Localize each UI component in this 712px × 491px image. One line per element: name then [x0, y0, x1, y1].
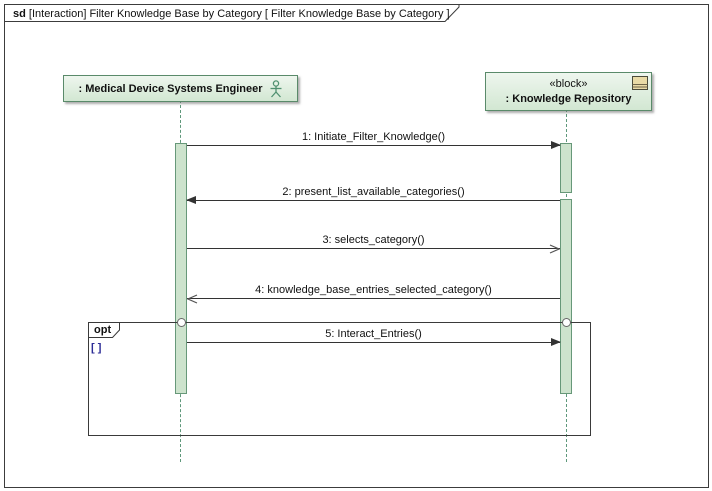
arrowhead-open-right-icon: [549, 244, 560, 254]
actor-icon: [270, 79, 282, 97]
message-2-label: 2: present_list_available_categories(): [282, 186, 465, 198]
opt-fragment-tab: [88, 322, 120, 338]
activation-bar-engineer: [175, 143, 187, 394]
lifeline-head-repository: «block» : Knowledge Repository: [485, 72, 652, 111]
lifeline-repository-name: : Knowledge Repository: [505, 92, 632, 105]
arrowhead-filled-left-icon: [186, 196, 196, 204]
message-4-label: 4: knowledge_base_entries_selected_categ…: [255, 284, 492, 296]
message-1-line: [187, 141, 561, 149]
diagram-keyword: sd: [13, 8, 26, 20]
arrowhead-filled-right-icon: [551, 141, 561, 149]
fragment-boundary-circle-right: [562, 318, 571, 327]
message-5-label: 5: Interact_Entries(): [325, 328, 422, 340]
activation-bar-repository-2: [560, 199, 572, 394]
message-4: 4: knowledge_base_entries_selected_categ…: [187, 284, 560, 304]
message-2: 2: present_list_available_categories(): [186, 186, 560, 204]
message-5-line: [187, 338, 561, 346]
message-5: 5: Interact_Entries(): [187, 328, 561, 346]
opt-fragment: opt [ ]: [88, 322, 591, 436]
message-1-label: 1: Initiate_Filter_Knowledge(): [301, 131, 446, 143]
lifeline-head-engineer: : Medical Device Systems Engineer: [63, 75, 298, 102]
fragment-guard: [ ]: [91, 342, 102, 354]
stereotype-label: «block»: [549, 77, 588, 90]
message-3-label: 3: selects_category(): [322, 234, 425, 246]
fragment-operator: opt: [94, 324, 112, 336]
message-4-line: [187, 294, 560, 304]
activation-bar-repository-1: [560, 143, 572, 193]
message-2-line: [186, 196, 560, 204]
block-icon: [632, 76, 648, 90]
arrowhead-filled-right-icon: [551, 338, 561, 346]
diagram-title: sd [Interaction] Filter Knowledge Base b…: [13, 8, 450, 20]
message-3: 3: selects_category(): [187, 234, 560, 254]
message-1: 1: Initiate_Filter_Knowledge(): [187, 131, 561, 149]
message-3-line: [187, 244, 560, 254]
arrowhead-open-left-icon: [187, 294, 198, 304]
lifeline-engineer-name: : Medical Device Systems Engineer: [78, 82, 263, 95]
fragment-boundary-circle-left: [177, 318, 186, 327]
diagram-title-text: [Interaction] Filter Knowledge Base by C…: [28, 8, 450, 20]
frame-title-tab: [4, 4, 460, 22]
